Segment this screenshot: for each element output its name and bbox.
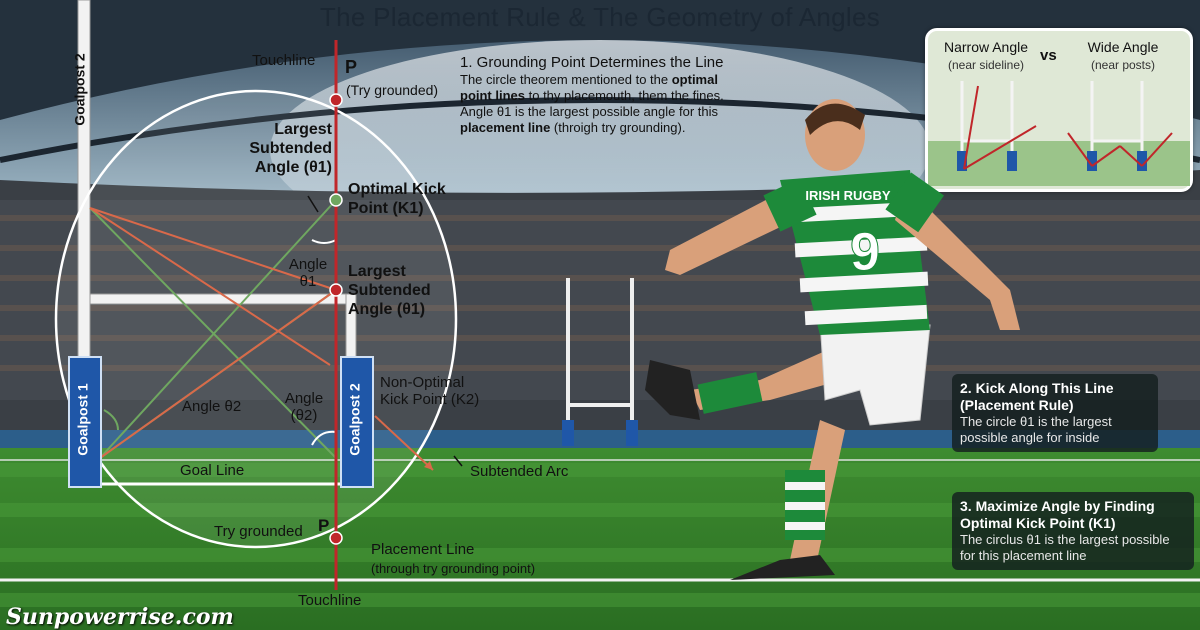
step3-heading: 3. Maximize Angle by Finding Optimal Kic… <box>960 498 1155 531</box>
wide-angle-title: Wide Angle <box>1087 39 1159 55</box>
page-title: The Placement Rule & The Geometry of Ang… <box>319 2 881 32</box>
step2-heading: 2. Kick Along This Line (Placement Rule) <box>960 380 1114 413</box>
shirt-number: 9 <box>850 222 880 282</box>
optimal-kick-label: Optimal Kick Point (K1) <box>348 181 446 217</box>
step1-block: 1. Grounding Point Determines the Line T… <box>460 54 790 136</box>
vs-label: vs <box>1040 47 1057 64</box>
step1-line1: The circle theorem mentioned to the opti… <box>460 72 718 87</box>
shirt-text: IRISH RUGBY <box>805 188 891 203</box>
step1-line2: point lines to thy placemouth, them the … <box>460 88 724 103</box>
point-p-top <box>329 93 343 107</box>
site-watermark: Sunpowerrise.com <box>6 604 234 630</box>
angle-theta2-right-label: Angle (θ2) <box>284 390 324 424</box>
goalpost-2-label: Goalpost 2 <box>71 53 88 126</box>
touchline-bottom-label: Touchline <box>298 592 362 609</box>
goal-line-label: Goal Line <box>180 462 245 479</box>
try-grounded-bottom-label: Try grounded <box>214 523 303 540</box>
goalpost-2-pad <box>340 356 374 488</box>
goalpost-1-label: Goalpost 1 <box>74 383 91 456</box>
step1-line4: placement line (throigh try grounding). <box>460 120 686 135</box>
angle-theta2-left-label: Angle θ2 <box>182 398 242 415</box>
arc-arrow <box>374 415 434 471</box>
rugby-ball <box>620 152 625 227</box>
touchline-top-label: Touchline <box>252 52 316 69</box>
rugby-player-illustration: IRISH RUGBY 9 <box>620 99 1020 580</box>
point-p-bottom-label: P <box>318 516 330 535</box>
largest-angle-label-1: Largest Subtended Angle (θ1) <box>249 121 332 176</box>
step2-text: The circle θ1 is the largest possible an… <box>960 414 1112 445</box>
placement-line-sublabel: (through try grounding point) <box>371 561 536 576</box>
non-optimal-kick-label: Non-Optimal Kick Point (K2) <box>380 374 480 408</box>
arc-arrowhead <box>424 461 433 470</box>
wide-angle-sub: (near posts) <box>1090 58 1156 72</box>
step3-box: 3. Maximize Angle by Finding Optimal Kic… <box>952 492 1194 570</box>
angle-comparison-inset: Narrow Angle (near sideline) vs Wide Ang… <box>925 28 1193 192</box>
step1-line3: Angle θ1 is the largest possible angle f… <box>460 104 718 119</box>
step2-box: 2. Kick Along This Line (Placement Rule)… <box>952 374 1158 452</box>
point-p-bottom <box>329 531 343 545</box>
orange-angle-lines <box>89 207 337 459</box>
angle-theta1-label: Angle θ1 <box>288 256 328 290</box>
theta2-arc <box>311 430 337 446</box>
point-k1 <box>329 193 343 207</box>
placement-line-label: Placement Line <box>371 541 475 558</box>
subtended-circle <box>54 89 458 549</box>
point-largest-angle <box>329 283 343 297</box>
step3-text: The circlus θ1 is the largest possible f… <box>960 532 1170 563</box>
theta1-arc <box>311 239 337 244</box>
largest-angle-label-2: Largest Subtended Angle (θ1) <box>348 263 431 318</box>
narrow-angle-title: Narrow Angle <box>943 39 1029 55</box>
step1-heading: 1. Grounding Point Determines the Line <box>460 54 724 71</box>
narrow-angle-sub: (near sideline) <box>947 58 1025 72</box>
try-grounded-top-label: (Try grounded) <box>346 82 439 98</box>
goalpost-1-pad <box>68 356 102 488</box>
point-p-top-label: P <box>345 57 358 77</box>
inset-posts-drawing <box>928 81 1190 186</box>
crossbar <box>89 293 347 305</box>
subtended-arc-label: Subtended Arc <box>470 463 569 480</box>
goalpost-2-pad-label: Goalpost 2 <box>346 383 363 456</box>
